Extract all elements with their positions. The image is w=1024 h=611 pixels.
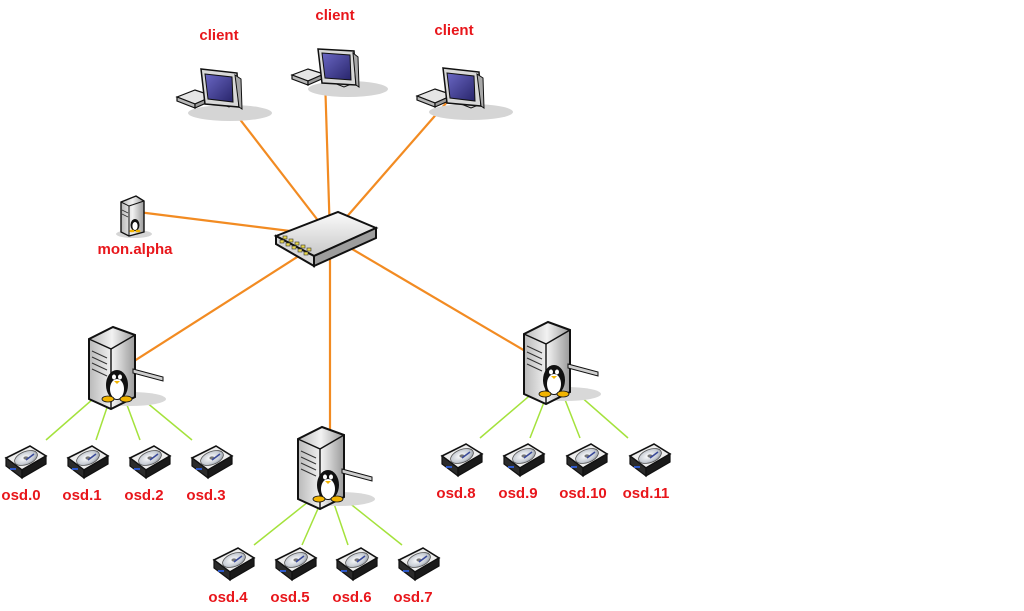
disk-label: osd.11 [623, 485, 670, 502]
monitor-node [116, 195, 152, 238]
hard-disk-icon [565, 443, 609, 478]
disk-label: osd.2 [124, 487, 163, 504]
link-osd-host-3 [329, 235, 555, 369]
link-osd-host-1 [116, 235, 331, 373]
hard-disk-icon [335, 547, 379, 582]
disk-group [4, 443, 672, 582]
link-client-2 [323, 77, 332, 237]
disk-label: osd.10 [559, 485, 607, 502]
disk-label: osd.4 [208, 589, 248, 606]
disk-label: osd.7 [393, 589, 432, 606]
disk-label: osd.6 [332, 589, 371, 606]
hard-disk-icon [397, 547, 441, 582]
client-node [290, 48, 388, 97]
osd-host [88, 325, 166, 411]
hard-disk-icon [4, 445, 48, 480]
link-client-1 [224, 99, 331, 237]
linux-server-icon [101, 370, 133, 403]
linux-server-icon [538, 365, 570, 398]
client-label: client [315, 7, 354, 24]
osd-host [523, 320, 601, 406]
hard-disk-icon [212, 547, 256, 582]
hard-disk-icon [440, 443, 484, 478]
network-links [116, 77, 555, 476]
client-label: client [199, 27, 238, 44]
disk-label: osd.0 [1, 487, 40, 504]
osd-host [297, 425, 375, 511]
disk-label: osd.1 [62, 487, 101, 504]
linux-server-icon [312, 470, 344, 503]
linux-server-icon [129, 219, 141, 233]
workstation-icon [352, 51, 360, 88]
labels: client client client mon.alpha osd.0 osd… [1, 7, 669, 606]
network-switch-icon [273, 210, 379, 268]
monitor-label: mon.alpha [97, 241, 173, 258]
hard-disk-icon [66, 445, 110, 480]
disk-label: osd.8 [436, 485, 475, 502]
hard-disk-icon [190, 445, 234, 480]
client-node [415, 67, 513, 120]
client-node [175, 68, 272, 121]
disk-label: osd.9 [498, 485, 537, 502]
hard-disk-icon [502, 443, 546, 478]
workstation-icon [476, 72, 485, 109]
hard-disk-icon [128, 445, 172, 480]
disk-label: osd.5 [270, 589, 309, 606]
link-client-3 [329, 101, 448, 237]
workstation-icon [234, 73, 243, 110]
disk-label: osd.3 [186, 487, 225, 504]
hard-disk-icon [274, 547, 318, 582]
hard-disk-icon [628, 443, 672, 478]
client-label: client [434, 22, 473, 39]
